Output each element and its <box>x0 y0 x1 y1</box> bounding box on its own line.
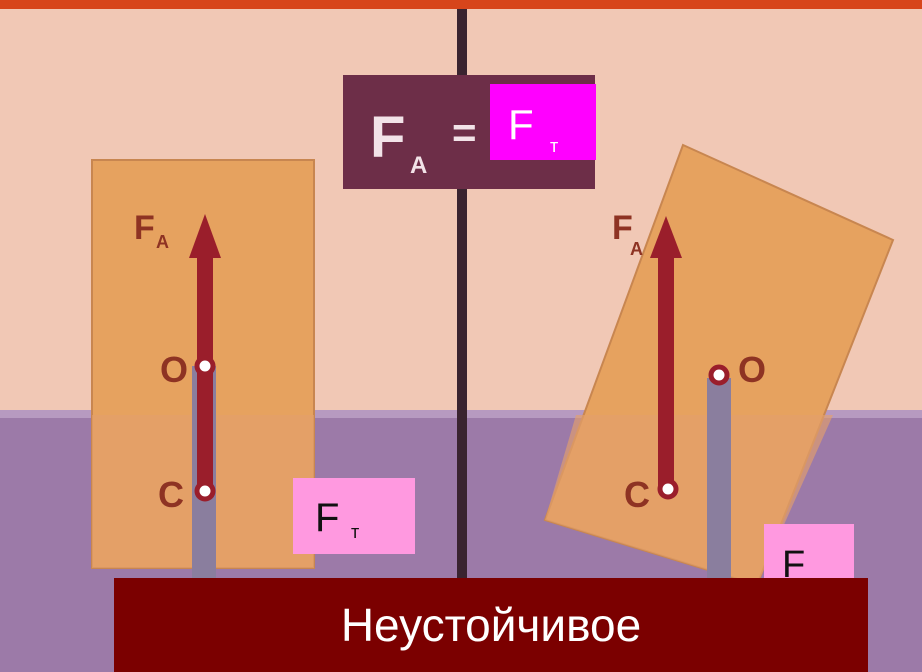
formula-equals: = <box>452 109 477 156</box>
left-point-o-marker <box>194 355 216 377</box>
left-point-o-label: O <box>160 349 188 390</box>
left-gravity-label: F т <box>293 478 415 554</box>
right-gravity-label: F т <box>764 524 854 582</box>
formula-left-subscript: A <box>410 152 427 179</box>
equilibrium-caption: Неустойчивое <box>114 578 868 672</box>
right-arrow-label-sub: A <box>630 239 643 259</box>
left-gravity-label-main: F <box>315 496 340 540</box>
right-point-c-label: C <box>624 474 650 515</box>
left-point-c-label: C <box>158 474 184 515</box>
formula-ft-main: F <box>508 101 534 148</box>
top-accent-strip <box>0 0 922 9</box>
formula-ft-sub: т <box>550 136 559 156</box>
left-buoyancy-arrowhead <box>189 214 221 258</box>
left-arrow-label-sub: A <box>156 232 169 252</box>
formula-left-symbol: F <box>370 105 405 170</box>
center-divider <box>457 0 467 672</box>
right-buoyancy-arrowhead <box>650 216 682 258</box>
right-point-o-label: O <box>738 349 766 390</box>
right-arrow-label-main: F <box>612 209 633 247</box>
right-gravity-label-main: F <box>782 544 806 582</box>
right-point-c-marker <box>657 478 679 500</box>
right-block-submerged <box>545 415 833 585</box>
formula-ft-highlight: F т <box>490 84 596 160</box>
left-arrow-label-main: F <box>134 209 155 247</box>
right-point-o-marker <box>708 364 730 386</box>
right-rod <box>707 378 731 598</box>
left-gravity-label-sub: т <box>351 522 360 542</box>
left-point-c-marker <box>194 480 216 502</box>
